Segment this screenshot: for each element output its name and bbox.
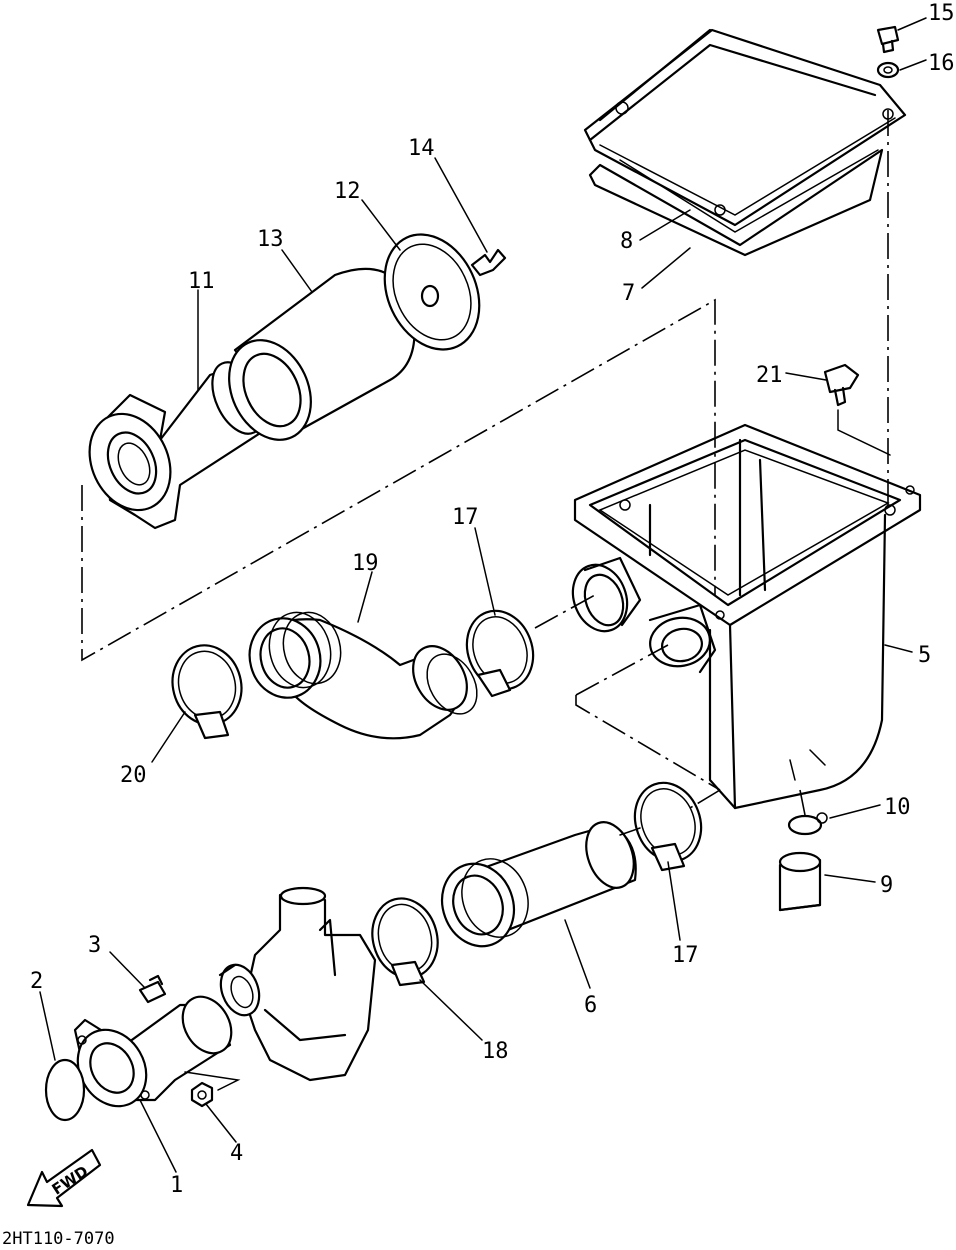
callout-21: 21 xyxy=(756,363,783,388)
forward-direction-marker: FWD xyxy=(26,1148,102,1208)
air-filter-joint-11 xyxy=(88,358,267,530)
leader-lines xyxy=(39,17,927,1173)
case-outlet-port xyxy=(648,603,717,674)
bolt-21 xyxy=(823,363,860,407)
callout-3: 3 xyxy=(88,933,101,958)
callout-12: 12 xyxy=(334,179,361,204)
callout-18: 18 xyxy=(482,1039,509,1064)
drawing-code: 2HT110-7070 xyxy=(2,1229,115,1249)
air-box-cover xyxy=(583,28,907,233)
bolt-3 xyxy=(138,974,167,1004)
air-box-gasket xyxy=(588,148,884,257)
carburetor xyxy=(218,886,377,1082)
screw-15 xyxy=(876,25,900,54)
callout-11: 11 xyxy=(188,269,215,294)
callout-20: 20 xyxy=(120,763,147,788)
clamp-20 xyxy=(171,644,243,740)
o-ring-2 xyxy=(44,1058,86,1122)
case-inlet-port xyxy=(571,556,642,633)
clamp-17-upper xyxy=(465,609,535,698)
callout-8: 8 xyxy=(620,229,633,254)
callout-19: 19 xyxy=(352,551,379,576)
callout-labels: 11 13 12 14 15 16 8 7 21 5 19 17 20 10 9… xyxy=(30,1,955,1198)
washer-16 xyxy=(876,61,900,79)
air-hose-19 xyxy=(248,611,478,740)
assembly-lines xyxy=(81,110,891,1091)
carburetor-joint-1 xyxy=(73,995,233,1108)
callout-10: 10 xyxy=(884,795,911,820)
callout-1: 1 xyxy=(170,1173,183,1198)
callout-17-lower: 17 xyxy=(672,943,699,968)
clip-10 xyxy=(787,812,828,836)
callout-15: 15 xyxy=(928,1,955,26)
callout-6: 6 xyxy=(584,993,597,1018)
callout-4: 4 xyxy=(230,1141,243,1166)
air-filter-case xyxy=(573,423,922,810)
callout-5: 5 xyxy=(918,643,931,668)
drain-pipe-9 xyxy=(778,851,822,912)
callout-9: 9 xyxy=(880,873,893,898)
filter-cap-12 xyxy=(383,233,481,351)
wing-nut-14 xyxy=(470,248,507,277)
intake-joint-6 xyxy=(441,821,637,948)
callout-13: 13 xyxy=(257,227,284,252)
nut-4 xyxy=(190,1081,214,1108)
callout-16: 16 xyxy=(928,51,955,76)
clamp-18 xyxy=(371,897,439,987)
callout-7: 7 xyxy=(622,281,635,306)
callout-17-upper: 17 xyxy=(452,505,479,530)
filter-element-13 xyxy=(228,267,416,441)
callout-2: 2 xyxy=(30,969,43,994)
callout-14: 14 xyxy=(408,136,435,161)
clamp-17-lower xyxy=(633,781,703,872)
